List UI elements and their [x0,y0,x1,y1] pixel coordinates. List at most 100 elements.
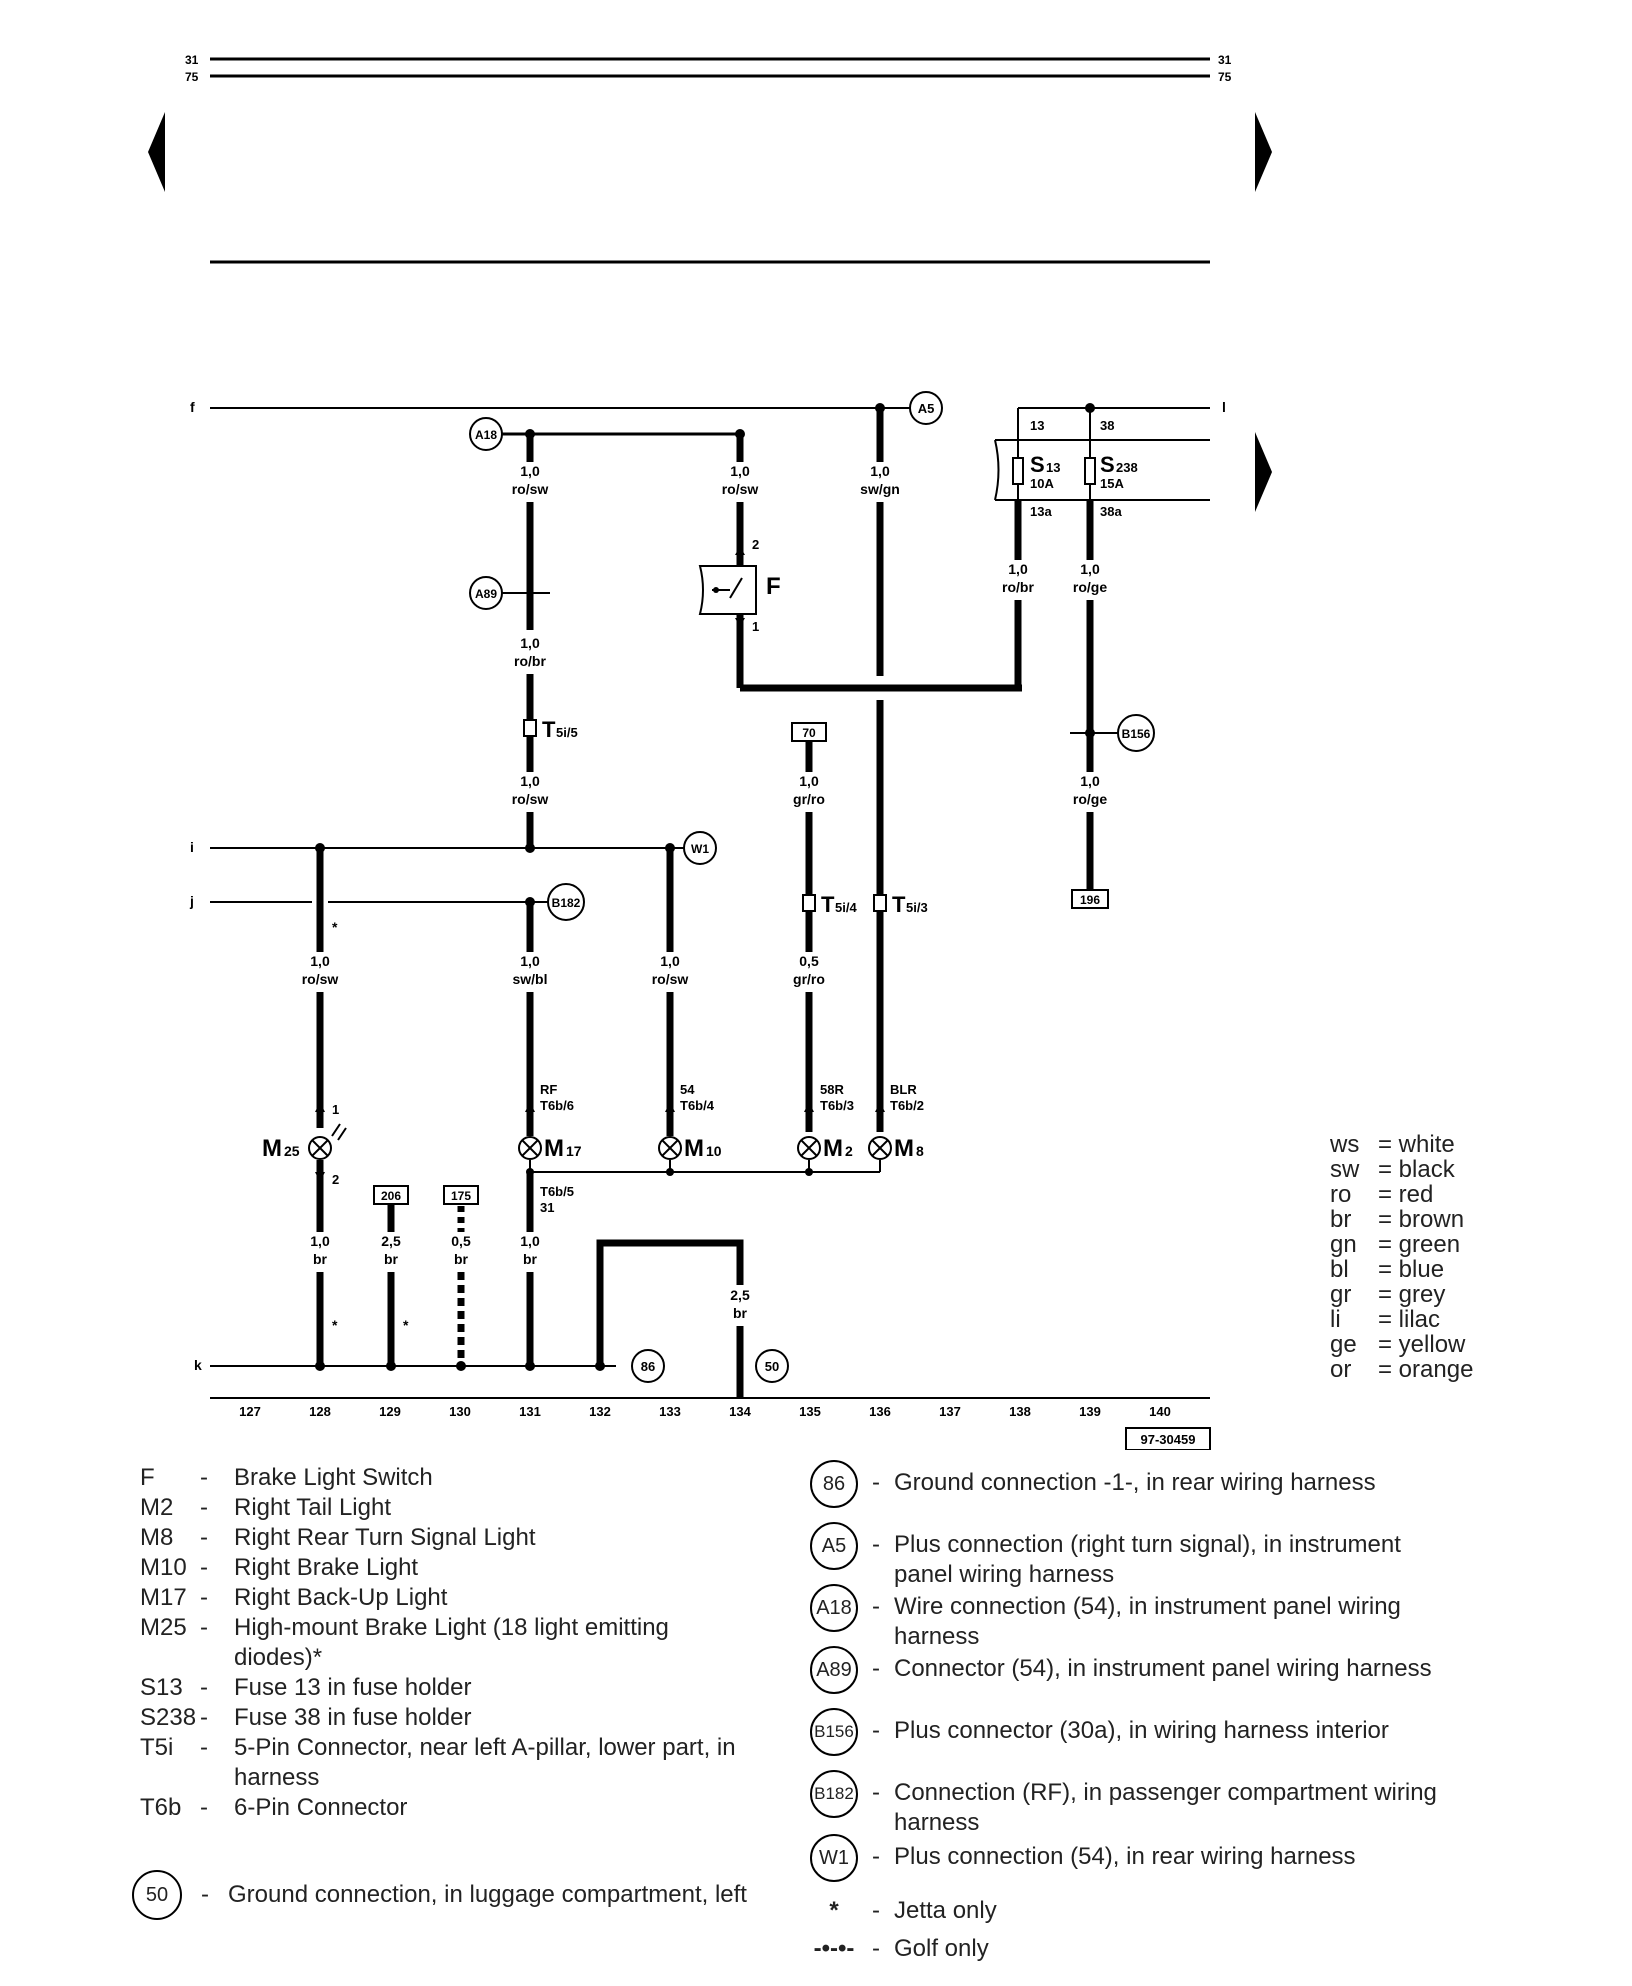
m2-sub: 2 [845,1143,853,1159]
legend-desc: Connector (54), in instrument panel wiri… [894,1655,1432,1682]
legend-row: S13-Fuse 13 in fuse holder [140,1673,760,1703]
ref-left-75: 75 [185,70,199,84]
fuse-s238-name: S [1100,452,1115,477]
page-prev-arrow-icon[interactable] [148,112,165,192]
fuse-s238-rating: 15A [1100,476,1124,491]
pin-blr: BLR [890,1082,917,1097]
note-symbol: -•-•- [813,1935,855,1962]
color-abbrev: ws [1330,1131,1360,1158]
note-symbol: * [829,1897,839,1924]
wire-w17-size: 1,0 [520,1233,540,1249]
connector-a18-label: A18 [475,428,497,442]
legend-dash: - [872,1593,880,1620]
connector-b182 [547,883,585,921]
connector-symbol-icon: A5 [810,1522,858,1570]
legend-row: T6b-6-Pin Connector [140,1793,760,1823]
legend-dash: - [200,1464,208,1491]
note-desc: Golf only [894,1935,989,1962]
legend-desc: Plus connection (right turn signal), in … [894,1531,1401,1588]
color-name: = orange [1378,1356,1474,1383]
color-name: = black [1378,1156,1455,1183]
wire-w7-size: 1,0 [1080,561,1100,577]
wire-w7-color: ro/ge [1073,579,1107,595]
m10-label: M [684,1135,704,1162]
m17-label: M [544,1135,564,1162]
wire-w15-size: 2,5 [381,1233,401,1249]
jetta-marker-128b: * [332,1317,338,1333]
wire-w8-size: 1,0 [799,773,819,789]
legend-code: M10 [140,1554,187,1581]
color-name: = blue [1378,1256,1445,1283]
legend-desc: Plus connection (54), in rear wiring har… [894,1843,1356,1870]
track-number: 140 [1149,1404,1171,1419]
connection-legend-row: W1-Plus connection (54), in rear wiring … [810,1834,1510,1882]
legend-dash: - [872,1779,880,1806]
pin-rf: RF [540,1082,557,1097]
color-key-row: sw= black [1330,1157,1473,1182]
track-number: 139 [1079,1404,1101,1419]
wire-w16-size: 0,5 [451,1233,471,1249]
bus-label-l: l [1222,399,1226,415]
color-name: = lilac [1378,1306,1441,1333]
wire-w4-color: ro/br [514,653,546,669]
ref-box-206-label: 206 [381,1189,401,1203]
legend-dash: - [872,1469,880,1496]
wire-w10-color: ro/sw [302,971,339,987]
track-number: 134 [729,1404,751,1419]
track-number: 133 [659,1404,681,1419]
legend-row: M10-Right Brake Light [140,1553,760,1583]
wire-w1-size: 1,0 [520,463,540,479]
legend-desc: Ground connection -1-, in rear wiring ha… [894,1469,1376,1496]
tail-light-m2 [797,1136,821,1160]
color-key-row: li = lilac [1330,1307,1473,1332]
connector-code: 86 [822,1473,846,1495]
color-key-row: br= brown [1330,1207,1473,1232]
connection-legend-row: A18-Wire connection (54), in instrument … [810,1584,1510,1652]
legend-desc: Right Rear Turn Signal Light [234,1524,536,1551]
fuse-s13-pin-out: 13a [1030,504,1052,519]
bus-label-f: f [190,399,195,415]
legend-desc: Right Back-Up Light [234,1584,448,1611]
m8-label: M [894,1135,914,1162]
fuse-s13-sub: 13 [1046,460,1060,475]
m25-pin-bottom: 2 [332,1172,339,1187]
legend-desc: Fuse 13 in fuse holder [234,1674,472,1701]
track-number: 135 [799,1404,821,1419]
connector-t5i5-icon [523,719,537,737]
legend-row: T5i-5-Pin Connector, near left A-pillar,… [140,1733,760,1793]
track-number: 130 [449,1404,471,1419]
ground-connector-50-label: 50 [765,1359,779,1374]
connector-symbol-icon: 86 [810,1460,858,1508]
ground-connector-50 [755,1349,789,1383]
connector-w1-label: W1 [691,842,709,856]
color-name: = grey [1378,1281,1446,1308]
m25-pin-top: 1 [332,1102,339,1117]
legend-row: M25-High-mount Brake Light (18 light emi… [140,1613,760,1673]
color-abbrev: li [1330,1306,1341,1333]
wire-w11-size: 1,0 [520,953,540,969]
connector-t5i3-sub: 5i/3 [906,900,928,915]
legend-desc: Connection (RF), in passenger compartmen… [894,1779,1437,1836]
jetta-marker-128: * [332,919,338,935]
pin-t6b6: T6b/6 [540,1098,574,1113]
wire-w3-color: sw/gn [860,481,900,497]
ground-connector-86 [631,1349,665,1383]
fuse-s13-rating: 10A [1030,476,1054,491]
wire-w18-color: br [733,1305,748,1321]
wiring-diagram: 31 75 31 75 f A5 l 13 38 S 13 10A S 238 … [148,53,1272,1450]
track-number: 137 [939,1404,961,1419]
page-next-arrow-icon[interactable] [1255,112,1272,192]
wire-w9-color: ro/ge [1073,791,1107,807]
connector-t5i3-name: T [892,892,906,917]
switch-f-pin-top: 2 [752,537,759,552]
color-name: = yellow [1378,1331,1466,1358]
legend-desc: High-mount Brake Light (18 light emittin… [234,1614,669,1671]
connector-code: B182 [814,1784,854,1803]
connection-legend-row: 86 -Ground connection -1-, in rear wiring… [810,1460,1510,1508]
ground-50-desc: Ground connection, in luggage compartmen… [228,1881,747,1908]
color-key-row: gr= grey [1330,1282,1473,1307]
ref-left-31: 31 [185,53,199,67]
legend-dash: - [200,1794,208,1821]
back-up-light-m17 [518,1136,542,1160]
legend-desc: Plus connector (30a), in wiring harness … [894,1717,1389,1744]
